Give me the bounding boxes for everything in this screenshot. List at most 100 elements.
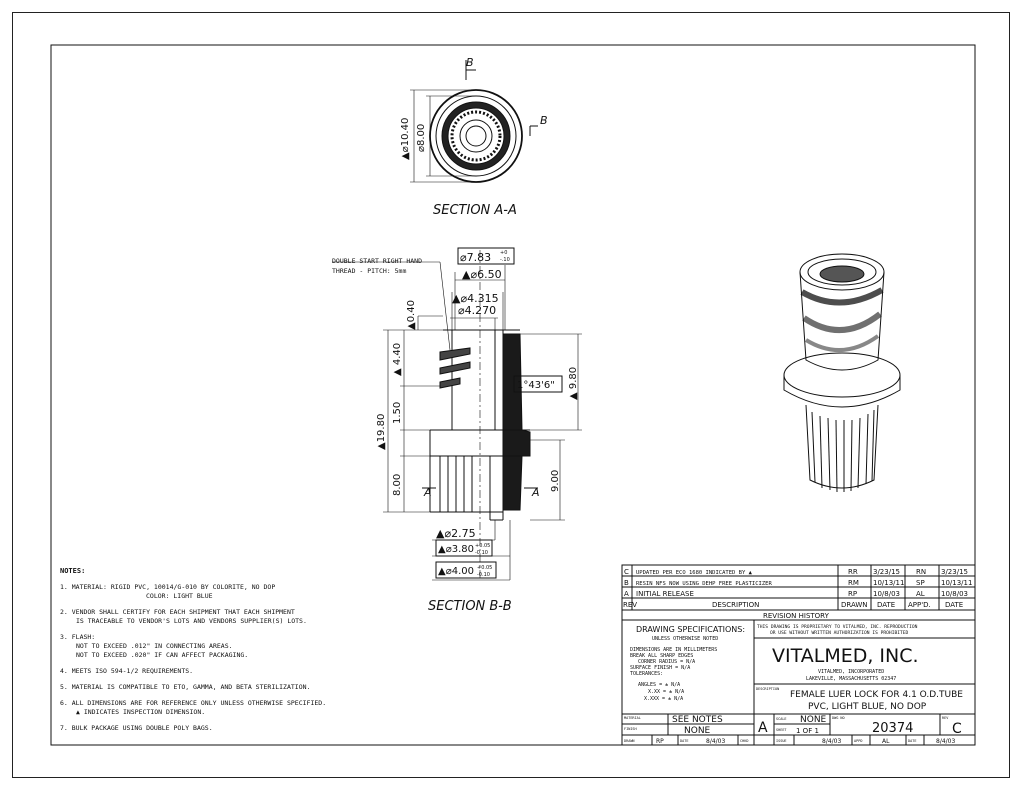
chkd-label: CHKD [740, 739, 748, 743]
note-line-10: 6. ALL DIMENSIONS ARE FOR REFERENCE ONLY… [60, 699, 326, 707]
rev-label: REV [942, 716, 949, 720]
spec-line-1: DIMENSIONS ARE IN MILLIMETERS [630, 647, 717, 653]
rev-row1-rev: C [624, 568, 629, 576]
rev-row2-date: 10/13/11 [873, 579, 904, 587]
dim-900: 9.00 [550, 470, 561, 492]
material-label: MATERIAL [624, 716, 641, 720]
scale-value: NONE [800, 715, 827, 725]
date3-label: DATE [908, 739, 916, 743]
rev-row3-desc: INITIAL RELEASE [636, 590, 694, 598]
note-line-7: NOT TO EXCEED .020" IF CAN AFFECT PACKAG… [76, 651, 248, 659]
spec-title: DRAWING SPECIFICATIONS: [636, 625, 745, 634]
drawn-label: DRAWN [624, 739, 635, 743]
rev-row3-appd: AL [916, 590, 925, 598]
rev-head-drawn: DRAWN [841, 601, 868, 609]
dim-380-tol-dn: -0.10 [475, 550, 488, 556]
note-line-5: 3. FLASH: [60, 633, 95, 641]
description-line-1: FEMALE LUER LOCK FOR 4.1 O.D.TUBE [790, 690, 963, 700]
inner-border [50, 44, 976, 746]
drawn-value: RP [656, 738, 664, 745]
spec-line-6: ANGLES = ± N/A [638, 682, 680, 688]
dim-400-tol-dn: -0.10 [477, 572, 490, 578]
thread-note-line1: DOUBLE START RIGHT HAND [332, 257, 422, 265]
rev-head-appd: APP'D. [908, 601, 931, 609]
rev-row3-date: 10/8/03 [873, 590, 900, 598]
dim-400-tol-up: +0.05 [477, 565, 492, 571]
dwg-no-value: 20374 [872, 721, 913, 736]
rev-row1-date: 3/23/15 [873, 568, 900, 576]
dim-4315: ▲⌀4.315 [452, 292, 499, 305]
dim-040: ▲0.40 [406, 300, 417, 330]
rev-row1-drawn: RR [848, 568, 858, 576]
issue-label: ISSUE [776, 739, 787, 743]
note-line-2: COLOR: LIGHT BLUE [146, 592, 213, 600]
revision-table-grid [621, 564, 976, 746]
rev-row2-date2: 10/13/11 [941, 579, 972, 587]
rev-head-desc: DESCRIPTION [712, 601, 759, 609]
outer-border [12, 12, 1010, 778]
note-line-6: NOT TO EXCEED .012" IN CONNECTING AREAS. [76, 642, 233, 650]
rev-head-date: DATE [877, 601, 895, 609]
proprietary-line-1: THIS DRAWING IS PROPRIETARY TO VITALMED,… [757, 624, 918, 630]
note-line-9: 5. MATERIAL IS COMPATIBLE TO ETO, GAMMA,… [60, 683, 310, 691]
spec-subtitle: UNLESS OTHERWISE NOTED [652, 636, 718, 642]
aa-dim-inner: ⌀8.00 [416, 124, 427, 152]
material-value: SEE NOTES [672, 715, 723, 725]
date-label: DATE [680, 739, 688, 743]
description-label: DESCRIPTION [756, 687, 779, 691]
rev-row1-date2: 3/23/15 [941, 568, 968, 576]
appd-value: AL [882, 738, 890, 745]
sheet-label: SHEET [776, 728, 787, 732]
date3-value: 8/4/03 [936, 738, 955, 745]
rev-row3-date2: 10/8/03 [941, 590, 968, 598]
dim-1980: ▲19.80 [376, 414, 387, 450]
company-sub-2: LAKEVILLE, MASSACHUSETTS 02347 [806, 676, 896, 682]
rev-row2-appd: SP [916, 579, 925, 587]
spec-line-5: TOLERANCES: [630, 671, 663, 677]
spec-line-3: CORNER RADIUS = N/A [638, 659, 695, 665]
dim-angle: 1°43'6" [517, 380, 555, 391]
dim-800: 8.00 [392, 474, 403, 496]
spec-line-2: BREAK ALL SHARP EDGES [630, 653, 693, 659]
aa-dim-outer: ▲⌀10.40 [400, 118, 411, 160]
rev-row3-rev: A [624, 590, 629, 598]
note-line-11: ▲ INDICATES INSPECTION DIMENSION. [76, 708, 205, 716]
spec-line-7: X.XX = ± N/A [648, 689, 684, 695]
bb-cut-label-right: A [531, 486, 540, 499]
note-line-12: 7. BULK PACKAGE USING DOUBLE POLY BAGS. [60, 724, 213, 732]
section-a-a-title: SECTION A-A [433, 203, 517, 218]
bb-cut-label-left: A [423, 486, 432, 499]
dim-top-od-tol-up: +0 [500, 250, 507, 256]
finish-label: FINISH [624, 727, 637, 731]
rev-head-rev: REV [623, 601, 637, 609]
rev-row2-drawn: RM [848, 579, 859, 587]
dim-150: 1.50 [392, 402, 403, 424]
spec-line-4: SURFACE FINISH = N/A [630, 665, 690, 671]
company-sub-1: VITALMED, INCORPORATED [818, 669, 884, 675]
revision-history-title: REVISION HISTORY [763, 612, 830, 620]
dwg-no-label: DWG NO [832, 716, 845, 720]
note-line-1: 1. MATERIAL: RIGID PVC, 10014/G-010 BY C… [60, 583, 275, 591]
aa-cut-label-right: B [540, 114, 548, 127]
dim-400: ▲⌀4.00 [438, 566, 474, 577]
dim-980: ▲ 9.80 [568, 367, 579, 400]
note-line-8: 4. MEETS ISO 594-1/2 REQUIREMENTS. [60, 667, 193, 675]
rev-value: C [952, 721, 962, 737]
rev-row1-desc: UPDATED PER ECO 1680 INDICATED BY ▲ [636, 570, 753, 576]
aa-cut-label-top: B [466, 56, 474, 69]
issue-date: 8/4/03 [822, 738, 841, 745]
section-b-b-view [332, 247, 582, 581]
date-value: 8/4/03 [706, 738, 725, 745]
size-value: A [758, 720, 768, 736]
dim-top-od: ⌀7.83 [460, 251, 491, 264]
dim-380: ▲⌀3.80 [438, 544, 474, 555]
proprietary-line-2: OR USE WITHOUT WRITTEN AUTHORIZATION IS … [770, 630, 909, 636]
sheet-value: 1 OF 1 [796, 727, 819, 735]
dim-275: ▲⌀2.75 [436, 527, 476, 540]
rev-row3-drawn: RP [848, 590, 857, 598]
dim-440: ▲ 4.40 [392, 343, 403, 376]
rev-row1-appd: RN [916, 568, 926, 576]
description-line-2: PVC, LIGHT BLUE, NO DOP [808, 702, 927, 712]
finish-value: NONE [684, 726, 711, 736]
